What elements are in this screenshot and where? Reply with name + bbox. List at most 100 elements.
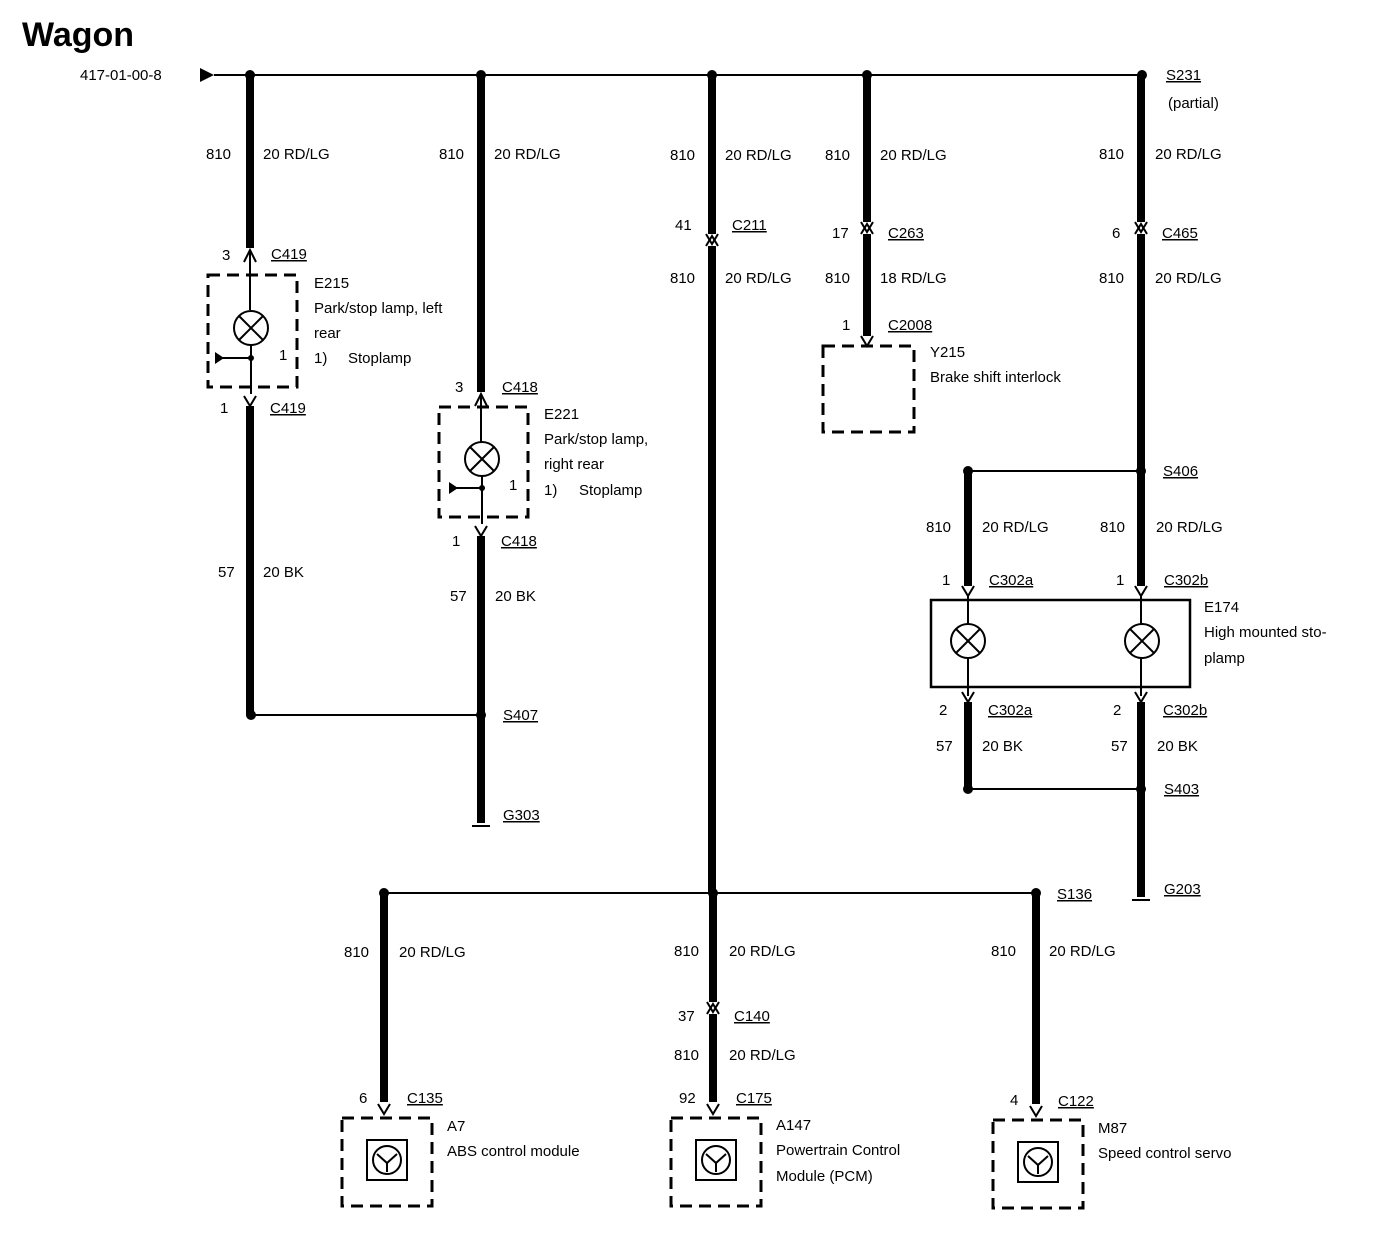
- pin-number: 4: [1010, 1092, 1018, 1109]
- circuit-number: 810: [344, 944, 369, 961]
- connector-c211: C211: [732, 217, 767, 234]
- connector-arrow-icon: [961, 585, 975, 598]
- pin-number: 2: [1113, 702, 1121, 719]
- splice-s136-label: S136: [1057, 886, 1092, 903]
- component-id: A7: [447, 1118, 465, 1135]
- component-a7-box: [340, 1116, 434, 1208]
- connector-c2008: C2008: [888, 317, 932, 334]
- connector-c175: C175: [736, 1090, 772, 1107]
- pin-number: 1: [942, 572, 950, 589]
- wire-spec: 20 RD/LG: [729, 1047, 796, 1064]
- circuit-e221: 810 20 RD/LG 3 C418 1 E221 Park/stop lam…: [251, 75, 648, 827]
- circuit-e174: 810 20 RD/LG 6 C465 810 20 RD/LG S406 81…: [926, 75, 1327, 901]
- wire-spec: 20 BK: [982, 738, 1023, 755]
- ground-arrow-icon: [215, 352, 224, 364]
- pin-number: 3: [455, 379, 463, 396]
- component-e215-box: [206, 273, 299, 389]
- component-desc: rear: [314, 325, 341, 342]
- splice-s406-label: S406: [1163, 463, 1198, 480]
- connector-c465: C465: [1162, 225, 1198, 242]
- circuit-number: 57: [218, 564, 235, 581]
- wire-spec: 20 RD/LG: [880, 147, 947, 164]
- circuit-y215: 810 20 RD/LG 17 C263 810 18 RD/LG 1 C200…: [821, 75, 1061, 434]
- connector-arrow-icon: [377, 1103, 391, 1116]
- pin-number: 2: [939, 702, 947, 719]
- connector-arrow-icon: [705, 233, 719, 246]
- connector-arrow-icon: [706, 1103, 720, 1116]
- component-id: E215: [314, 275, 349, 292]
- component-id: E221: [544, 406, 579, 423]
- wire-spec: 20 RD/LG: [1155, 270, 1222, 287]
- pin-number: 1: [220, 400, 228, 417]
- wire-spec: 18 RD/LG: [880, 270, 947, 287]
- connector-c419-bottom: C419: [270, 400, 306, 417]
- wire-spec: 20 BK: [263, 564, 304, 581]
- connector-arrow-icon: [1029, 1105, 1043, 1118]
- circuit-number: 810: [926, 519, 951, 536]
- circuit-number: 810: [825, 270, 850, 287]
- circuit-number: 810: [206, 146, 231, 163]
- connector-arrow-icon: [706, 1002, 720, 1015]
- wire-spec: 20 RD/LG: [263, 146, 330, 163]
- connector-arrow-icon: [1134, 585, 1148, 598]
- circuit-e215: 810 20 RD/LG 3 C419 1 E215 Park/stop lam…: [206, 75, 443, 720]
- circuit-number: 810: [1100, 519, 1125, 536]
- connector-c418-bottom: C418: [501, 533, 537, 550]
- junction-dot: [963, 784, 973, 794]
- module-icon-ring: [701, 1145, 731, 1175]
- component-desc: Park/stop lamp,: [544, 431, 648, 448]
- wire-spec: 20 RD/LG: [725, 270, 792, 287]
- connector-arrow-icon: [860, 222, 874, 235]
- pin-number: 1: [1116, 572, 1124, 589]
- component-id: A147: [776, 1117, 811, 1134]
- circuit-number: 810: [1099, 270, 1124, 287]
- circuit-number: 57: [936, 738, 953, 755]
- component-id: E174: [1204, 599, 1239, 616]
- ground-g303-label: G303: [503, 807, 540, 824]
- lamp-cross: [1129, 628, 1155, 654]
- lamp-cross: [238, 315, 264, 341]
- connector-c419-top: C419: [271, 246, 307, 263]
- wire-spec: 20 RD/LG: [1155, 146, 1222, 163]
- note-number: 1): [314, 350, 327, 367]
- component-desc: Speed control servo: [1098, 1145, 1231, 1162]
- module-icon-ring: [1023, 1147, 1053, 1177]
- note-text: Stoplamp: [579, 482, 642, 499]
- connector-c263: C263: [888, 225, 924, 242]
- lamp-cross: [955, 628, 981, 654]
- connector-c302a-top: C302a: [989, 572, 1034, 589]
- component-desc: Park/stop lamp, left: [314, 300, 443, 317]
- ground-arrow-icon: [449, 482, 458, 494]
- pin-number: 37: [678, 1008, 695, 1025]
- circuit-number: 57: [1111, 738, 1128, 755]
- connector-arrow-icon: [860, 221, 874, 234]
- source-reference: 417-01-00-8: [80, 67, 162, 84]
- circuit-number: 57: [450, 588, 467, 605]
- circuit-a147: 810 20 RD/LG 37 C140 810 20 RD/LG 92 C17…: [669, 893, 900, 1208]
- circuit-number: 810: [674, 1047, 699, 1064]
- component-e174-box: [929, 598, 1192, 689]
- circuit-number: 810: [674, 943, 699, 960]
- pin-number: 6: [359, 1090, 367, 1107]
- circuit-a7: 810 20 RD/LG 6 C135 A7 ABS control modul…: [340, 893, 580, 1208]
- circuit-m87: 810 20 RD/LG 4 C122 M87 Speed control se…: [991, 893, 1231, 1210]
- component-desc: Powertrain Control: [776, 1142, 900, 1159]
- source-arrow-icon: [200, 68, 214, 82]
- wire-spec: 20 RD/LG: [982, 519, 1049, 536]
- connector-c302a-bottom: C302a: [988, 702, 1033, 719]
- circuit-number: 810: [670, 147, 695, 164]
- module-icon-mark: [705, 1153, 727, 1172]
- component-id: Y215: [930, 344, 965, 361]
- module-icon-mark: [376, 1153, 398, 1172]
- circuit-number: 810: [670, 270, 695, 287]
- circuit-number: 810: [1099, 146, 1124, 163]
- connector-arrow-icon: [705, 234, 719, 247]
- wire-spec: 20 RD/LG: [1156, 519, 1223, 536]
- pin-number: 1: [279, 347, 287, 364]
- connector-c302b-top: C302b: [1164, 572, 1208, 589]
- module-icon-ring: [372, 1145, 402, 1175]
- splice-s403-label: S403: [1164, 781, 1199, 798]
- component-desc: plamp: [1204, 650, 1245, 667]
- component-desc: ABS control module: [447, 1143, 580, 1160]
